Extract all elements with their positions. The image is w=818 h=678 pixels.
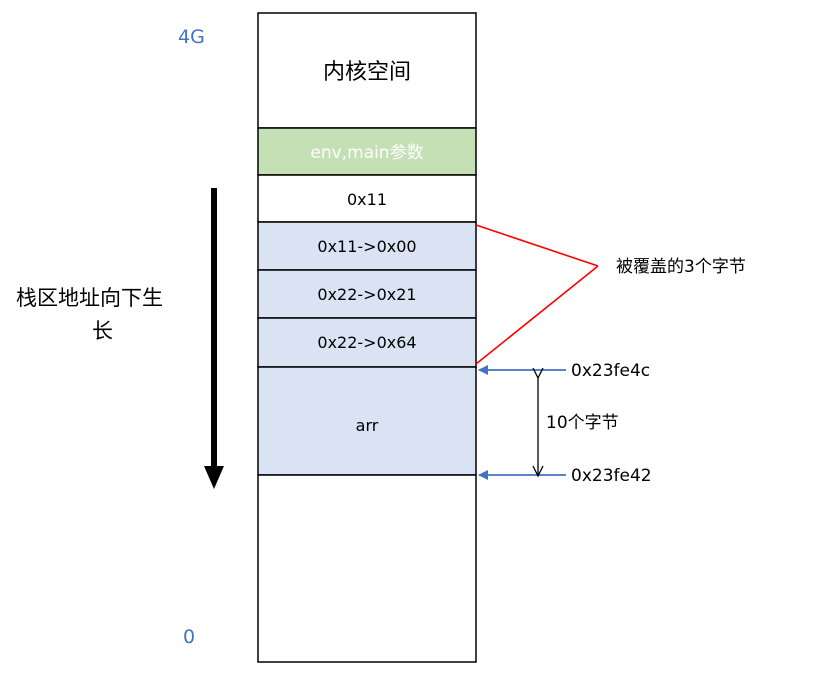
stack-column: 内核空间 env,main参数 0x11 0x11->0x00 0x22->0x… bbox=[257, 12, 477, 663]
stack-block-overwritten-1-label: 0x11->0x00 bbox=[317, 237, 416, 256]
stack-block-arr bbox=[257, 366, 477, 476]
overwritten-note: 被覆盖的3个字节 bbox=[616, 257, 746, 277]
stack-block-arr-label: arr bbox=[356, 416, 379, 435]
stack-block-0x11-label: 0x11 bbox=[347, 190, 387, 209]
growth-direction-line-1: 栈区地址向下生 bbox=[16, 286, 163, 310]
top-address-label: 4G bbox=[178, 26, 205, 48]
stack-block-overwritten-2 bbox=[257, 269, 477, 319]
overwritten-callout-lines bbox=[475, 224, 599, 365]
growth-direction-line-2: 长 bbox=[92, 319, 113, 343]
stack-block-overwritten-2-label: 0x22->0x21 bbox=[317, 285, 416, 304]
bottom-address-label: 0 bbox=[183, 626, 195, 648]
addr-low-label: 0x23fe42 bbox=[571, 466, 652, 486]
stack-block-overwritten-3 bbox=[257, 317, 477, 368]
stack-block-overwritten-3-label: 0x22->0x64 bbox=[317, 333, 416, 352]
stack-block-env-label: env,main参数 bbox=[310, 143, 423, 163]
stack-block-overwritten-1 bbox=[257, 221, 477, 271]
addr-high-label: 0x23fe4c bbox=[571, 361, 650, 381]
span-note: 10个字节 bbox=[546, 413, 619, 433]
stack-block-kernel-label: 内核空间 bbox=[323, 60, 411, 85]
growth-direction-arrow bbox=[204, 188, 224, 489]
growth-direction-label: 栈区地址向下生 长 bbox=[16, 286, 170, 343]
stack-block-free bbox=[257, 474, 477, 663]
stack-block-env bbox=[257, 127, 477, 176]
